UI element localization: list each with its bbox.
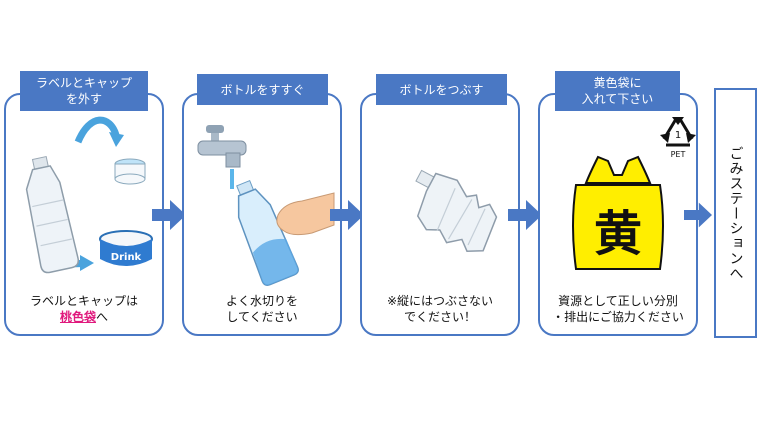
step-caption: 資源として正しい分別 ・排出にご協力ください (552, 294, 684, 324)
arrow-right-icon (684, 202, 712, 228)
arrow-right-icon (152, 200, 186, 230)
step-card-yellow-bag: 1 PET 黄 資源として正しい分別 ・排出にご協力ください (538, 93, 698, 336)
recycle-number: 1 (675, 130, 681, 141)
label-ring-icon: Drink (99, 230, 153, 266)
yellow-bag-icon: 黄 (572, 155, 664, 270)
hand-icon (276, 192, 335, 236)
arrow-right-icon (330, 200, 364, 230)
faucet-icon (197, 125, 247, 189)
step-title: ボトルをすすぐ (197, 74, 328, 105)
pet-recycle-icon: 1 PET (660, 117, 696, 159)
step-caption: ラベルとキャップは 桃色袋へ (29, 294, 138, 324)
garbage-station-text: ごみステーションへ (727, 145, 744, 281)
step-card-remove-label-cap: Drink ラベルとキャップは 桃色袋へ (4, 93, 164, 336)
label-text: Drink (111, 252, 142, 263)
step-title: ボトルをつぶす (376, 74, 507, 105)
bag-kanji: 黄 (594, 206, 642, 262)
cap-icon (114, 158, 146, 185)
step-card-rinse-bottle: よく水切りを してください (182, 93, 342, 336)
bottle-icon (25, 155, 80, 274)
crushed-bottle-icon (415, 169, 498, 252)
step-caption: よく水切りを してください (225, 294, 298, 324)
step-card-crush-bottle: ※縦にはつぶさない でください！ (360, 93, 520, 336)
garbage-station-box: ごみステーションへ (714, 88, 757, 338)
step-title: ラベルとキャップ を外す (20, 71, 148, 111)
rinse-bottle-icon (236, 179, 299, 286)
pink-bag-text: 桃色袋 (59, 310, 96, 324)
recycle-label: PET (671, 150, 686, 159)
step-title: 黄色袋に 入れて下さい (555, 71, 680, 111)
arrow-right-icon (508, 200, 542, 230)
step-caption: ※縦にはつぶさない でください！ (386, 294, 494, 324)
